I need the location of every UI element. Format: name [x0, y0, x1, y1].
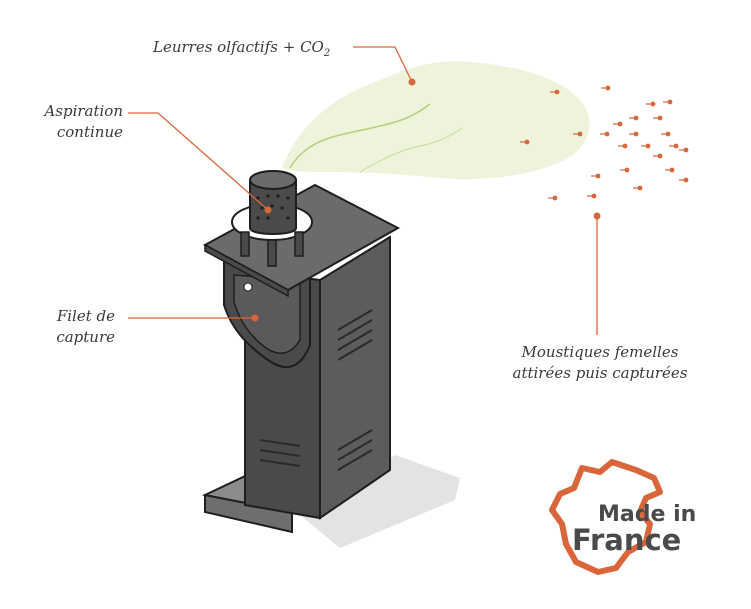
device-side-panel — [319, 235, 391, 520]
leader-aspiration — [128, 112, 269, 211]
scent-wisp — [289, 103, 431, 169]
capture-net-inner — [233, 274, 301, 354]
label-line: Moustiques femelles — [521, 343, 679, 361]
mosquito-swarm — [520, 85, 689, 201]
cylinder-holes — [256, 194, 290, 220]
badge-france: France — [572, 523, 682, 557]
net-rivet — [243, 282, 253, 292]
suction-legs — [240, 231, 304, 267]
label-line: capture — [56, 328, 115, 346]
front-vents — [259, 439, 301, 467]
label-olfactory-lures: Leurres olfactifs + CO2 — [153, 38, 331, 59]
scent-cloud — [282, 61, 590, 180]
scent-wisp-2 — [359, 127, 463, 173]
cylinder-top — [249, 170, 297, 190]
badge-made-in: Made in — [598, 502, 697, 527]
side-vents — [337, 309, 373, 471]
device-shadow — [300, 455, 460, 548]
leader-dots — [251, 78, 601, 322]
label-line: Filet de — [56, 307, 115, 325]
top-lid-edge — [204, 243, 289, 298]
label-line: attirées puis capturées — [512, 364, 688, 382]
label-line: Aspiration — [44, 102, 123, 120]
leader-lines — [128, 46, 598, 335]
label-continuous-suction: Aspiration continue — [20, 101, 123, 143]
label-female-mosquitoes: Moustiques femelles attirées puis captur… — [480, 342, 720, 384]
leader-lures — [353, 46, 413, 83]
france-outline-icon — [549, 459, 663, 575]
label-capture-net: Filet de capture — [20, 306, 115, 348]
label-line: continue — [56, 123, 123, 141]
